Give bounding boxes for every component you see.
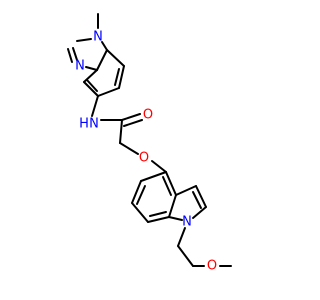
atom-label-h: H [79,117,89,132]
atom-label-layer: N N H N O O N O [75,30,217,274]
bond-c-carbonyl-ch2 [119,119,123,144]
bond-c3-c2-double [192,191,202,209]
atom-n-amide: H N [79,117,99,132]
molecule-canvas: N N H N O O N O [67,13,232,274]
bond-c7a-c7 [106,49,125,67]
atom-label-n: N [75,59,85,74]
bond-n1-ch2a [177,227,186,247]
bond-n3-c3a [85,66,98,71]
bond-c2-n1 [192,206,207,219]
atom-o-methoxy: O [207,259,217,274]
bond-c4-c3a [83,69,98,83]
bond-o-ether-c4-indole [151,160,167,173]
atom-label-n: N [89,117,99,132]
bond-n1-c2 [76,38,92,42]
atom-label-o: O [139,151,149,166]
atom-o-carbonyl: O [143,108,153,123]
bond-c5-c4 [83,81,99,97]
atom-n-benzimidazole-left: N [75,59,85,74]
bond-c6-c7 [131,202,149,223]
bond-c5-c6 [131,180,142,204]
bond-c3a-c3 [175,185,197,196]
bond-c7a-n1 [101,41,108,51]
bond-ch2a-ch2b [177,245,194,267]
atom-n-benzimidazole-top: N [93,30,103,45]
bond-c7a-c3a [168,194,177,218]
atom-label-o: O [143,108,153,123]
bond-c2-n3 [67,48,73,63]
atom-o-ether: O [139,151,149,166]
bond-c7-c6 [118,65,125,89]
bond-ch2-o-ether [119,142,139,155]
bond-layer [67,13,232,267]
structure-diagram: N N H N O O N O [67,13,232,274]
atom-label-n: N [182,215,192,230]
bond-c5-n-amide [91,95,99,117]
bond-c5-c6-double [136,185,146,205]
bond-c4-c5 [140,171,167,182]
bond-c-carbonyl-o-double [123,119,143,127]
atom-label-o: O [207,259,217,274]
bond-c7-c7a-double [149,211,167,217]
bond-c7-c7a [147,216,170,223]
bond-c3a-c7a [96,49,108,71]
bond-c-carbonyl-o [121,113,141,121]
bond-c7-c6-double [114,68,120,86]
bond-c3a-c4 [165,171,177,196]
bond-c5-c4-double [86,79,98,92]
atom-label-n: N [93,30,103,45]
bond-c3a-c4-double [162,176,172,196]
atom-n-indole: N [182,215,192,230]
bond-c6-c5 [97,87,120,97]
bond-c2-n3-double [72,47,78,61]
bond-n1-c7a [168,216,183,221]
bond-c3-c2 [195,185,207,208]
